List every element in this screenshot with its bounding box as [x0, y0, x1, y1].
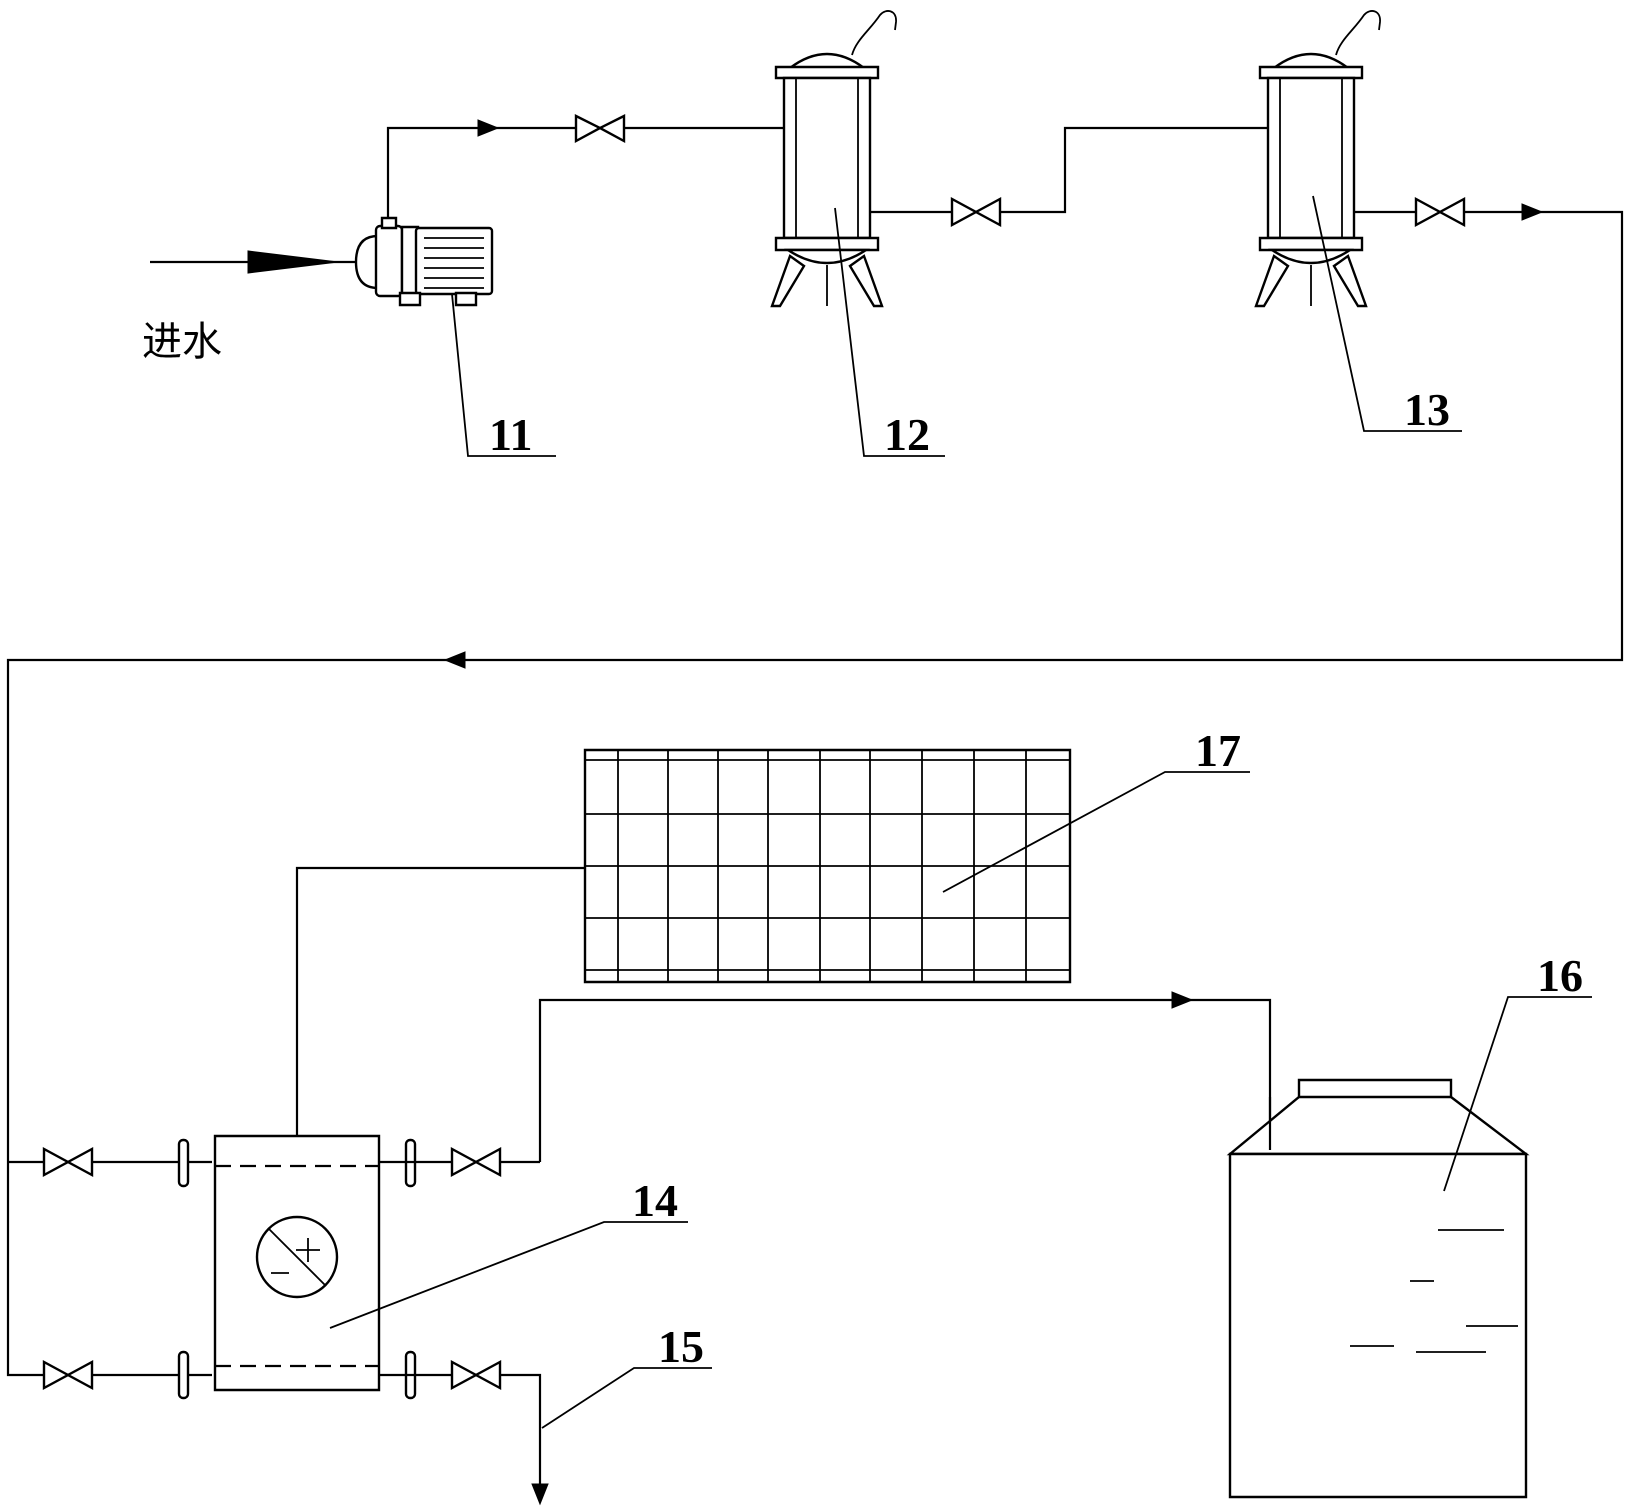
label-filter-1: 12	[884, 409, 930, 460]
flow-arrow-icon	[478, 120, 498, 136]
flange-icon	[179, 1140, 188, 1186]
storage-tank	[1230, 1080, 1526, 1497]
drain-pipe	[379, 1375, 540, 1492]
pipe-filter2-to-electrolyzer	[8, 212, 1622, 1375]
pump-icon	[356, 218, 492, 305]
electrolyzer-cell	[215, 1136, 379, 1390]
label-pump: 11	[489, 409, 532, 460]
flow-arrow-icon	[445, 652, 465, 668]
solar-panel-grid	[585, 750, 1070, 982]
filter-tank-1	[772, 11, 896, 306]
filter-tank-2	[1256, 11, 1380, 306]
pipe-to-storage-tank	[540, 1000, 1270, 1162]
label-solar-panel: 17	[1195, 725, 1241, 776]
pipe-filter1-to-filter2	[870, 128, 1268, 212]
label-electrolyzer: 14	[632, 1175, 678, 1226]
valve-icon[interactable]	[1416, 199, 1464, 225]
flow-arrow-icon	[1522, 204, 1542, 220]
valve-icon[interactable]	[452, 1149, 500, 1175]
leader-lines	[330, 196, 1592, 1428]
valve-icon[interactable]	[44, 1149, 92, 1175]
valve-icon[interactable]	[952, 199, 1000, 225]
label-drain: 15	[658, 1321, 704, 1372]
valve-icon[interactable]	[576, 116, 624, 141]
pipe-pump-to-filter1	[388, 128, 783, 218]
flow-arrow-icon	[1172, 992, 1192, 1008]
power-cable	[297, 868, 585, 1136]
drain-arrow-icon	[532, 1484, 548, 1504]
flange-icon	[179, 1352, 188, 1398]
inlet-flow-arrow-icon	[248, 251, 338, 273]
label-filter-2: 13	[1404, 384, 1450, 435]
valve-icon[interactable]	[452, 1362, 500, 1388]
label-tank: 16	[1537, 950, 1583, 1001]
valve-icon[interactable]	[44, 1362, 92, 1388]
inlet-label: 进水	[142, 319, 222, 365]
